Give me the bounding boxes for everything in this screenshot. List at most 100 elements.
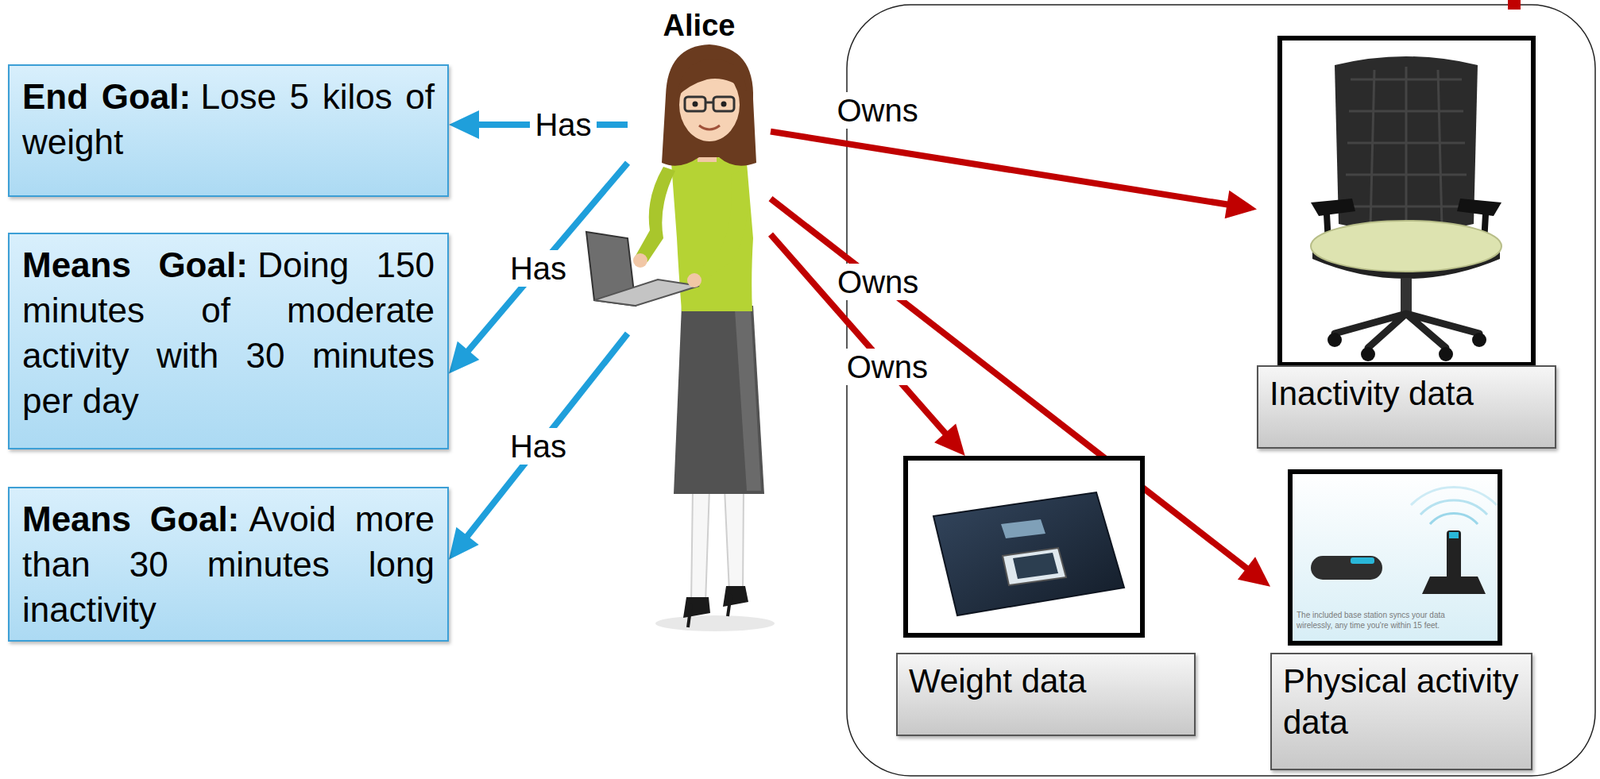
edge-label: Has: [529, 106, 596, 143]
alice-figure: [586, 44, 775, 632]
edge-label: Owns: [832, 92, 924, 129]
alice-figure-part: [705, 101, 714, 105]
alice-figure-part: [594, 279, 700, 306]
connector-line: [770, 131, 1230, 205]
alice-figure-part: [692, 170, 748, 283]
tracker-picture-part: [1446, 530, 1461, 580]
chair-picture-part: [1334, 313, 1480, 348]
connector: [770, 131, 1257, 220]
scale-picture-part: [905, 458, 1143, 636]
edge-label-text: Owns: [846, 349, 928, 385]
tracker-picture-part: [1290, 471, 1500, 644]
alice-figure-part: [734, 309, 762, 491]
device-region-part: [1507, 0, 1521, 10]
goal-box: Means Goal:Doing 150 minutes of moderate…: [7, 232, 449, 450]
chair-picture-part: [1334, 56, 1478, 232]
data-label-box: Physical activity data: [1270, 653, 1533, 771]
edge-label-text: Owns: [837, 264, 919, 300]
goal-heading: Means Goal:: [22, 245, 248, 285]
alice-figure-part: [673, 305, 765, 495]
alice-figure-part: [655, 615, 775, 632]
scale-picture-part: [1000, 519, 1046, 539]
device-region: [846, 0, 1596, 777]
goal-box: End Goal:Lose 5 kilos of weight: [7, 64, 449, 198]
chair-picture-part: [1310, 220, 1502, 272]
chair-picture-part: [1438, 347, 1454, 362]
edge-label: Owns: [832, 263, 924, 301]
edge-label: Has: [505, 250, 572, 287]
chair-picture-part: [1472, 332, 1487, 348]
goal-text: End Goal:Lose 5 kilos of weight: [22, 73, 435, 165]
alice-figure-part: [691, 488, 710, 604]
data-label-box: Inactivity data: [1256, 365, 1557, 449]
device-node: Physical activity data: [1270, 469, 1533, 771]
alice-figure-part: [687, 273, 702, 288]
device-node: Inactivity data: [1256, 35, 1557, 449]
scale-picture: [905, 458, 1143, 636]
edge-label: Has: [505, 428, 572, 465]
tracker-picture-part: [1350, 557, 1375, 565]
goal-text: Means Goal:Doing 150 minutes of moderate…: [22, 242, 435, 424]
scale-picture-part: [933, 492, 1125, 616]
chair-picture-part: [1370, 66, 1442, 231]
tracker-picture-part: [1429, 513, 1478, 525]
tracker-picture-part: [1310, 556, 1383, 580]
alice-figure-part: [683, 597, 711, 619]
connector: [448, 333, 628, 561]
person-name: Alice: [627, 7, 771, 43]
data-label: Inactivity data: [1269, 373, 1544, 415]
alice-figure-part: [661, 44, 757, 167]
edge-label-text: Owns: [837, 92, 919, 128]
chair-picture: [1279, 38, 1534, 365]
picture-caption: The included base station syncs your dat…: [1296, 610, 1460, 631]
alice-figure-part: [713, 96, 735, 112]
alice-figure-part: [633, 253, 648, 268]
data-label: Weight data: [908, 660, 1183, 703]
alice-figure-part: [692, 101, 699, 108]
edge-label-text: Has: [510, 251, 567, 286]
data-label: Physical activity data: [1283, 660, 1520, 744]
arrow-head: [448, 527, 480, 561]
alice-figure-part: [722, 586, 749, 607]
alice-figure-part: [699, 125, 720, 130]
goal-heading: Means Goal:: [22, 499, 240, 539]
connector-line: [465, 333, 628, 539]
connector: [770, 234, 966, 457]
connector: [770, 198, 1271, 588]
alice-figure-part: [684, 96, 706, 112]
device-region-part: [846, 4, 1596, 777]
goal-box: Means Goal:Avoid more than 30 minutes lo…: [7, 486, 449, 642]
edge-label-text: Has: [534, 107, 592, 143]
scale-picture-part: [1002, 548, 1067, 586]
tracker-picture-part: [1410, 486, 1497, 506]
chair-picture-part: [1457, 198, 1502, 217]
data-label-box: Weight data: [896, 653, 1196, 737]
alice-figure-part: [676, 58, 747, 97]
chair-picture-part: [1360, 347, 1376, 362]
arrow-head: [448, 341, 480, 375]
person-node: Alice: [627, 7, 771, 636]
alice-figure-part: [721, 101, 727, 108]
edge-label-text: Has: [510, 428, 567, 464]
connector-line: [770, 234, 947, 436]
chair-picture-part: [1279, 38, 1534, 365]
alice-figure-part: [724, 488, 744, 592]
arrow-head: [934, 424, 966, 457]
alice-figure-part: [727, 594, 731, 617]
tracker-picture-part: [1420, 500, 1488, 515]
goal-heading: End Goal:: [22, 77, 191, 116]
device-node: Weight data: [896, 456, 1196, 737]
chair-picture-part: [1327, 332, 1342, 348]
tracker-picture: [1290, 471, 1500, 644]
alice-figure-part: [635, 166, 676, 263]
alice-figure-part: [687, 603, 692, 628]
arrow-head: [1237, 556, 1271, 588]
tracker-picture-part: [1449, 532, 1459, 539]
goal-text: Means Goal:Avoid more than 30 minutes lo…: [22, 496, 435, 633]
arrow-head: [1225, 190, 1257, 220]
chair-picture-part: [1310, 198, 1356, 217]
arrow-head: [448, 110, 480, 140]
scale-picture-part: [1012, 552, 1059, 580]
tracker-picture-part: [1422, 576, 1486, 595]
